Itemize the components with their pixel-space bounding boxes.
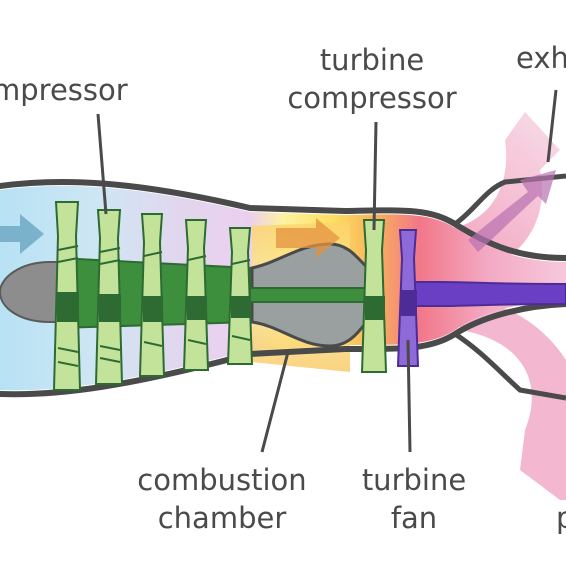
main-shaft (249, 287, 371, 303)
exhaust-arrow (468, 170, 556, 252)
casing-top (0, 178, 566, 261)
label-turbine-compressor-1: turbine (320, 43, 424, 77)
compressor-blade-row-4 (182, 219, 210, 371)
label-turbine-fan-2: fan (391, 501, 437, 535)
exhaust-duct-outer-top (453, 173, 566, 227)
turbine-fan-leader (406, 339, 412, 453)
label-exhaust: exh (516, 41, 566, 75)
exhaust-leader (546, 89, 558, 163)
exhaust-duct-outer-bottom (453, 331, 566, 401)
label-turbine-fan-1: turbine (362, 463, 466, 497)
label-compressor: mpressor (0, 73, 128, 107)
label-combustion-2: chamber (158, 501, 287, 535)
spinner-cone (0, 261, 61, 323)
turbine-compressor-leader (372, 121, 378, 231)
fan-shaft (409, 281, 566, 307)
compressor-blade-row-3 (138, 213, 166, 377)
turbine-compressor-band (365, 296, 385, 320)
label-turbine-compressor-2: compressor (287, 81, 456, 115)
combustion-arrow (276, 218, 340, 258)
compressor-leader (96, 113, 108, 215)
intake-arrow (0, 214, 44, 254)
turbine-fan-band (401, 290, 417, 316)
label-exhaust-bottom: p (556, 501, 566, 535)
combustion-leader (260, 351, 290, 453)
compressor-blades (52, 201, 254, 391)
exhaust-plume-lower (460, 300, 566, 500)
label-combustion-1: combustion (137, 463, 306, 497)
